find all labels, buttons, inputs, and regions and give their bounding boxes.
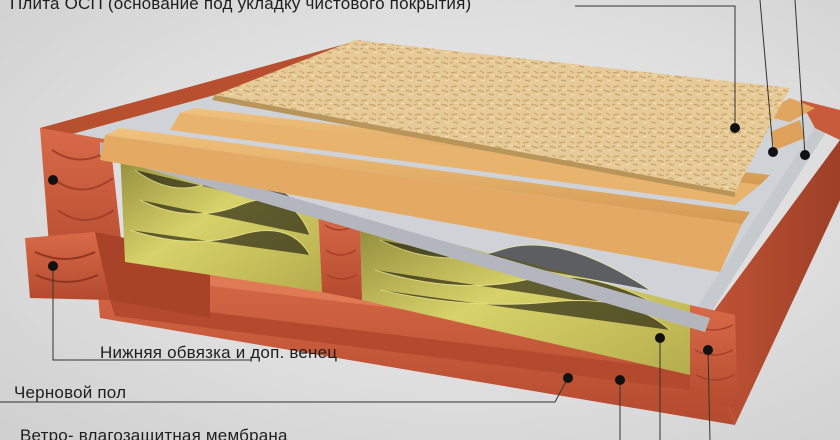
- osb-plate: [215, 40, 790, 192]
- subfloor-strip: [110, 300, 705, 392]
- lower-crown-log: [25, 232, 110, 300]
- membrane-label: Ветро- влагозащитная мембрана: [20, 426, 288, 440]
- insulation-right: [360, 220, 690, 375]
- bottom-frame-label: Нижняя обвязка и доп. венец: [100, 343, 338, 362]
- leader-lines: [0, 0, 806, 440]
- subfloor-label: Черновой пол: [14, 383, 127, 402]
- osb-plate-label: Плита ОСП (основание под укладку чистово…: [10, 0, 472, 13]
- leader-dots: [48, 123, 810, 385]
